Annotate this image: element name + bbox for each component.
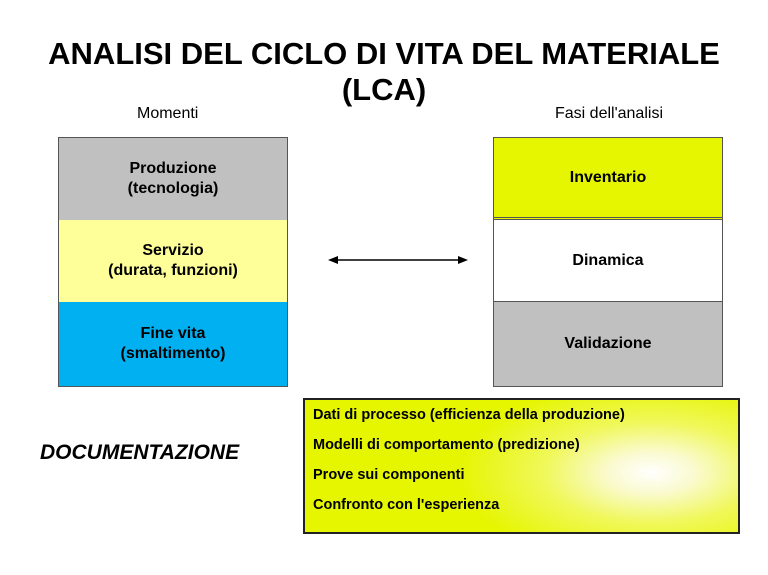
moment-end-of-life-name: Fine vita bbox=[140, 325, 206, 342]
phase-validation: Validazione bbox=[494, 302, 722, 386]
title-line-1: ANALISI DEL CICLO DI VITA DEL MATERIALE bbox=[48, 36, 720, 71]
moment-service-detail: (durata, funzioni) bbox=[108, 262, 238, 279]
title-line-2: (LCA) bbox=[341, 72, 427, 107]
moments-stack: Produzione (tecnologia) Servizio (durata… bbox=[58, 137, 288, 387]
documentation-item: Dati di processo (efficienza della produ… bbox=[313, 407, 625, 423]
moment-service-name: Servizio bbox=[142, 242, 204, 259]
phase-dynamics-label: Dinamica bbox=[572, 251, 644, 269]
documentation-item: Confronto con l'esperienza bbox=[313, 497, 500, 513]
left-column-label: Momenti bbox=[137, 105, 199, 122]
documentation-box: Dati di processo (efficienza della produ… bbox=[303, 398, 740, 534]
documentation-item: Modelli di comportamento (predizione) bbox=[313, 437, 580, 453]
moment-end-of-life: Fine vita (smaltimento) bbox=[59, 302, 287, 386]
phase-inventory: Inventario bbox=[494, 138, 722, 220]
page-title: ANALISI DEL CICLO DI VITA DEL MATERIALE … bbox=[0, 36, 768, 108]
phase-dynamics: Dinamica bbox=[494, 220, 722, 302]
documentation-item: Prove sui componenti bbox=[313, 467, 465, 483]
phases-stack: Inventario Dinamica Validazione bbox=[493, 137, 723, 387]
documentation-label: DOCUMENTAZIONE bbox=[40, 441, 240, 464]
moment-production-name: Produzione bbox=[129, 160, 217, 177]
phase-validation-label: Validazione bbox=[564, 335, 652, 352]
phase-inventory-label: Inventario bbox=[569, 168, 647, 186]
moment-production: Produzione (tecnologia) bbox=[59, 138, 287, 220]
right-column-label: Fasi dell'analisi bbox=[555, 105, 663, 122]
moment-service: Servizio (durata, funzioni) bbox=[59, 220, 287, 302]
double-headed-arrow-icon bbox=[328, 256, 468, 264]
moment-end-of-life-detail: (smaltimento) bbox=[120, 345, 226, 362]
moment-production-detail: (tecnologia) bbox=[127, 180, 219, 197]
